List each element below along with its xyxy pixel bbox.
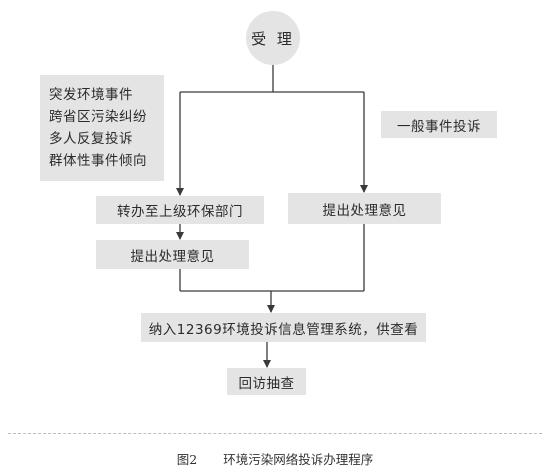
figure-caption: 图2 环境污染网络投诉办理程序 [0, 449, 550, 468]
revisit-node: 回访抽查 [227, 368, 306, 395]
record-system-node: 纳入12369环境投诉信息管理系统，供查看 [141, 313, 426, 342]
revisit-label: 回访抽查 [238, 375, 295, 392]
condition-item: 突发环境事件 [49, 87, 133, 103]
proposal-node-left: 提出处理意见 [96, 240, 249, 269]
general-complaint-box: 一般事件投诉 [381, 111, 497, 138]
proposal-left-label: 提出处理意见 [130, 248, 215, 265]
proposal-node-right: 提出处理意见 [288, 193, 441, 224]
transfer-label: 转办至上级环保部门 [117, 204, 243, 220]
condition-item: 多人反复投诉 [49, 131, 133, 147]
proposal-right-label: 提出处理意见 [322, 202, 407, 219]
figure-title: 环境污染网络投诉办理程序 [223, 452, 374, 467]
start-node-label: 受 理 [251, 29, 295, 48]
caption-divider [8, 433, 542, 434]
transfer-node: 转办至上级环保部门 [96, 196, 264, 224]
special-conditions-box: 突发环境事件 跨省区污染纠纷 多人反复投诉 群体性事件倾向 [40, 75, 164, 181]
general-complaint-label: 一般事件投诉 [397, 118, 481, 135]
record-system-label: 纳入12369环境投诉信息管理系统，供查看 [148, 321, 419, 338]
start-node: 受 理 [246, 11, 300, 65]
figure-number: 图2 [176, 452, 198, 467]
condition-item: 跨省区污染纠纷 [49, 109, 147, 125]
condition-item: 群体性事件倾向 [49, 153, 147, 169]
